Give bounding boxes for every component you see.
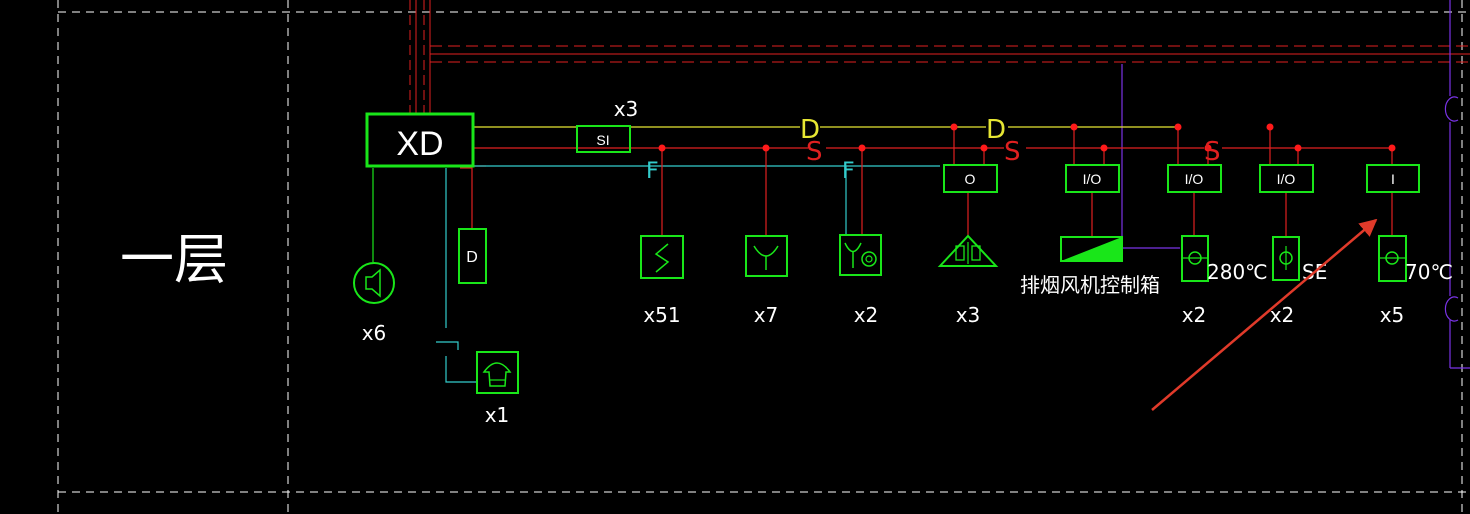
panel-xd[interactable]: XD <box>365 112 475 168</box>
count-damper-280: x2 <box>1182 303 1207 327</box>
count-si: x3 <box>614 97 639 121</box>
module-si-label: SI <box>596 132 609 148</box>
module-o-label: O <box>965 171 976 187</box>
bus-label-d1: D <box>800 115 820 145</box>
bus-label-s3: S <box>1204 137 1221 167</box>
bus-label-d2: D <box>986 115 1006 145</box>
module-d[interactable]: D <box>458 228 487 284</box>
count-speaker: x6 <box>362 321 387 345</box>
damper-280-icon[interactable] <box>1181 235 1209 282</box>
count-alarm: x3 <box>956 303 981 327</box>
fan-control-box-icon[interactable] <box>1060 236 1123 262</box>
count-damper-70: x5 <box>1380 303 1405 327</box>
annotation-arrow <box>1151 218 1378 411</box>
module-io-3-label: I/O <box>1277 171 1296 187</box>
bus-label-f2: F <box>842 159 855 184</box>
module-si[interactable]: SI <box>576 125 631 153</box>
phone-icon[interactable] <box>476 351 519 394</box>
smoke-detector-icon[interactable] <box>640 235 684 279</box>
module-io-1-label: I/O <box>1083 171 1102 187</box>
module-i-label: I <box>1391 171 1395 187</box>
bus-label-s1: S <box>806 137 823 167</box>
module-io-3[interactable]: I/O <box>1259 164 1314 193</box>
count-smoke: x51 <box>643 303 680 327</box>
purple-lines <box>1121 0 1470 369</box>
bus-label-f1: F <box>646 159 659 184</box>
grid-frame <box>57 0 1470 514</box>
alarm-icon[interactable] <box>937 234 999 267</box>
bus-drops <box>460 127 1393 236</box>
wall-lines <box>409 0 1470 114</box>
panel-label: XD <box>396 125 443 163</box>
junction-nodes <box>658 123 1396 152</box>
module-i[interactable]: I <box>1366 164 1420 193</box>
count-combo: x2 <box>854 303 879 327</box>
floor-label: 一层 <box>120 228 228 291</box>
module-io-1[interactable]: I/O <box>1065 164 1120 193</box>
heat-detector-icon[interactable] <box>745 235 788 277</box>
count-phone: x1 <box>485 403 510 427</box>
damper-70-temp: 70℃ <box>1405 260 1453 284</box>
speaker-icon[interactable] <box>353 262 395 304</box>
fan-control-box-label: 排烟风机控制箱 <box>1020 273 1160 297</box>
module-io-2-label: I/O <box>1185 171 1204 187</box>
combo-detector-icon[interactable] <box>839 234 882 276</box>
count-heat: x7 <box>754 303 779 327</box>
module-d-label: D <box>466 249 478 266</box>
bus-s <box>474 147 1394 167</box>
module-io-2[interactable]: I/O <box>1167 164 1222 193</box>
bus-label-s2: S <box>1004 137 1021 167</box>
damper-se-icon[interactable] <box>1272 236 1300 281</box>
damper-70-icon[interactable] <box>1378 235 1407 282</box>
damper-280-temp: 280℃ <box>1207 260 1268 284</box>
module-o[interactable]: O <box>943 164 998 193</box>
